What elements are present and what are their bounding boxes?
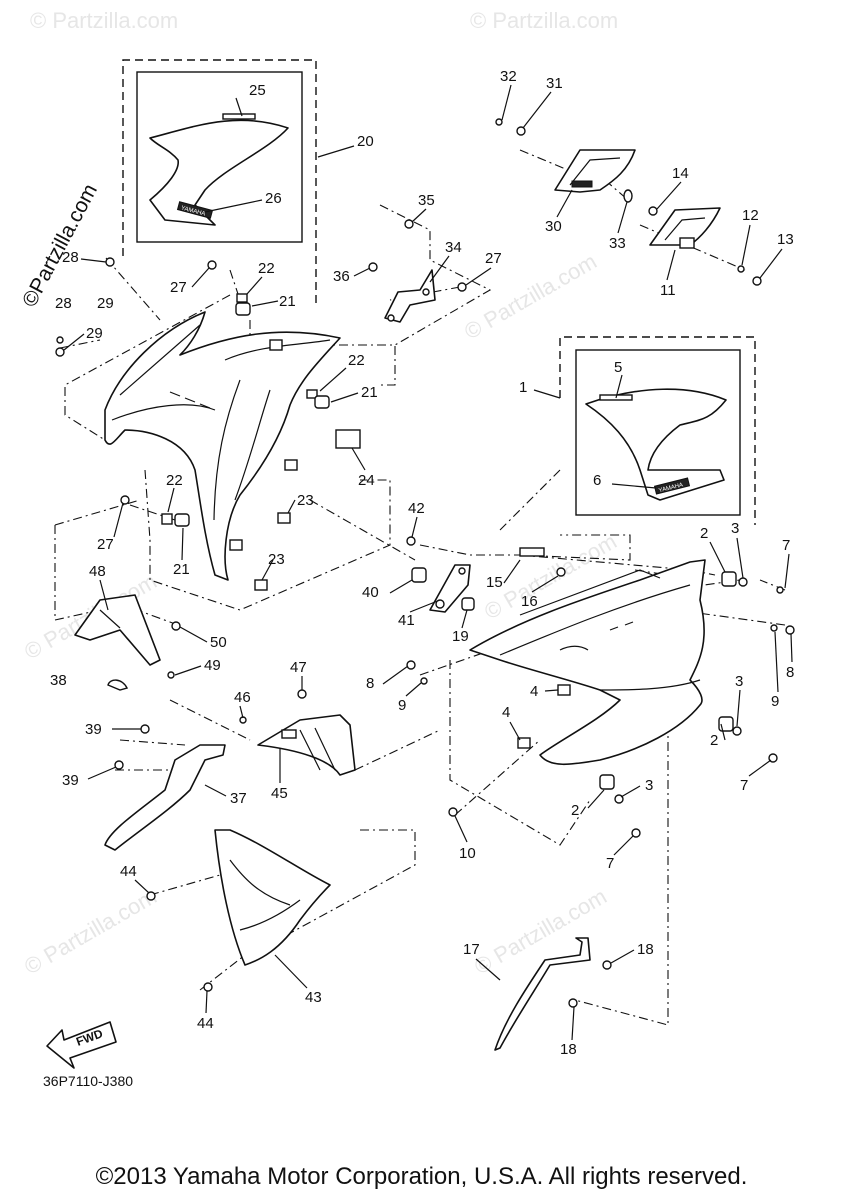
decal-set-1: YAMAHA [533,336,756,525]
callout-3: 3 [645,777,653,794]
callout-50: 50 [210,634,227,651]
decal-text: YAMAHA [658,482,684,494]
callout-33: 33 [609,235,626,252]
stay-37 [104,744,226,851]
inner-panel-45 [257,714,356,776]
callout-48: 48 [89,563,106,580]
copyright: ©2013 Yamaha Motor Corporation, U.S.A. A… [95,1163,748,1190]
callout-11: 11 [660,282,676,299]
callout-24: 24 [358,472,375,489]
callout-21: 21 [173,561,190,578]
callout-13: 13 [777,231,794,248]
callout-23: 23 [268,551,285,568]
fwd-arrow-icon: FWD [46,1021,117,1069]
bracket-34 [384,269,436,323]
watermark: © Partzilla.com [470,884,611,980]
callout-27: 27 [97,536,114,553]
callout-4: 4 [502,704,510,721]
callout-3: 3 [731,520,739,537]
lower-cowling-43 [214,829,331,966]
callout-17: 17 [463,941,480,958]
callout-42: 42 [408,500,425,517]
callout-18: 18 [560,1041,577,1058]
callout-25: 25 [249,82,266,99]
callout-29: 29 [97,295,114,312]
side-cover-30 [554,149,636,193]
bracket-48 [74,594,161,666]
callout-49: 49 [204,657,221,674]
hardware [55,118,795,1008]
watermark: © Partzilla.com [470,8,618,33]
callout-26: 26 [265,190,282,207]
callout-35: 35 [418,192,435,209]
callout-4: 4 [530,683,538,700]
watermark: © Partzilla.com [460,249,601,345]
callout-46: 46 [234,689,251,706]
callout-22: 22 [166,472,183,489]
callout-39: 39 [85,721,102,738]
callout-40: 40 [362,584,379,601]
callout-9: 9 [398,697,406,714]
callout-43: 43 [305,989,322,1006]
decal-set-20: YAMAHA [122,59,355,306]
callout-10: 10 [459,845,476,862]
callout-29: 29 [86,325,103,342]
callout-15: 15 [486,574,503,591]
callout-2: 2 [700,525,708,542]
callout-27: 27 [485,250,502,267]
callout-47: 47 [290,659,307,676]
callout-28: 28 [62,249,79,266]
callout-1: 1 [519,379,527,396]
callout-16: 16 [521,593,538,610]
side-cover-11 [649,207,721,249]
callout-31: 31 [546,75,563,92]
callout-5: 5 [614,359,622,376]
callout-2: 2 [710,732,718,749]
callout-32: 32 [500,68,517,85]
callout-44: 44 [120,863,137,880]
callout-21: 21 [279,293,296,310]
callout-7: 7 [740,777,748,794]
callout-20: 20 [357,133,374,150]
stay-17 [494,937,591,1051]
watermarks: © Partzilla.com © Partzilla.com © Partzi… [20,8,621,979]
callout-8: 8 [366,675,374,692]
callout-12: 12 [742,207,759,224]
callout-6: 6 [593,472,601,489]
diagram-code: 36P7110-J380 [43,1073,134,1089]
callout-44: 44 [197,1015,214,1032]
callout-30: 30 [545,218,562,235]
callout-19: 19 [452,628,469,645]
callout-22: 22 [258,260,275,277]
upper-cowling [104,311,341,581]
callout-22: 22 [348,352,365,369]
callout-2: 2 [571,802,579,819]
callout-7: 7 [782,537,790,554]
watermark: © Partzilla.com [30,8,178,33]
callout-14: 14 [672,165,689,182]
callout-37: 37 [230,790,247,807]
callout-23: 23 [297,492,314,509]
callout-41: 41 [398,612,415,629]
side-cowling [469,547,706,766]
callout-27: 27 [170,279,187,296]
callout-8: 8 [786,664,794,681]
callout-3: 3 [735,673,743,690]
watermark: © Partzilla.com [20,884,161,980]
callout-18: 18 [637,941,654,958]
callout-9: 9 [771,693,779,710]
callout-34: 34 [445,239,462,256]
callout-21: 21 [361,384,378,401]
callout-39: 39 [62,772,79,789]
callout-45: 45 [271,785,288,802]
callout-36: 36 [333,268,350,285]
callout-labels: 25 20 26 32 31 14 30 33 12 13 11 35 34 3… [50,68,794,1058]
callout-28: 28 [55,295,72,312]
callout-38: 38 [50,672,67,689]
callout-7: 7 [606,855,614,872]
